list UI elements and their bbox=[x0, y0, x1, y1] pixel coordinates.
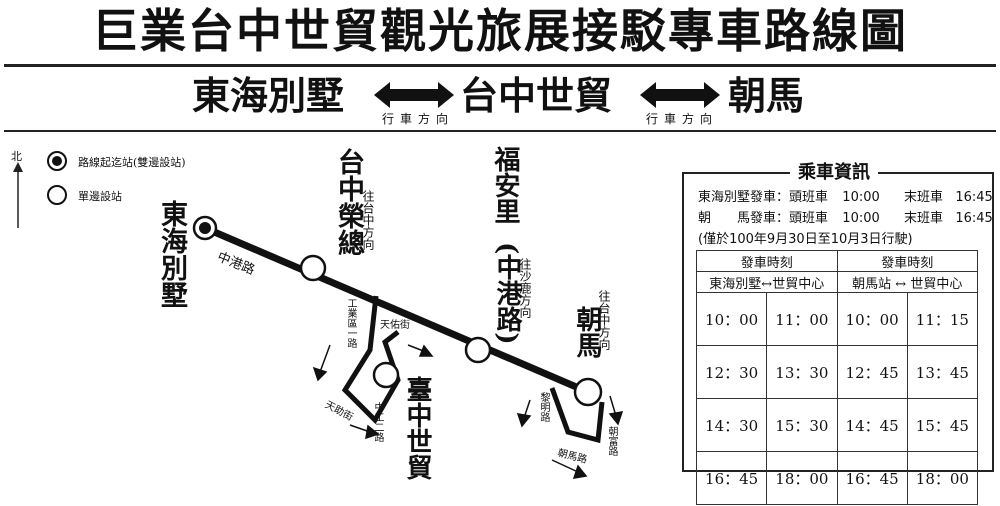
schedule-group-right: 發車時刻 bbox=[836, 250, 978, 272]
double-stop-icon bbox=[47, 151, 67, 171]
stop-expo-marker bbox=[372, 361, 400, 389]
stop-rongzong-direction: 往台中方向 bbox=[361, 190, 375, 250]
stop-rongzong-marker bbox=[299, 254, 327, 282]
line2-first-time: 10:00 bbox=[842, 211, 880, 226]
schedule-table: 發車時刻 發車時刻 東海別墅↔世貿中心 朝馬站 ↔ 世貿中心 10：00 11：… bbox=[695, 250, 979, 505]
schedule-cell: 12：30 bbox=[695, 345, 768, 399]
schedule-cell: 11：00 bbox=[766, 292, 838, 346]
chaoma-loop-line bbox=[549, 387, 605, 444]
schedule-cell: 14：45 bbox=[836, 398, 908, 452]
schedule-cell: 16：45 bbox=[836, 451, 908, 505]
schedule-cell: 10：00 bbox=[836, 292, 908, 346]
double-arrow-icon bbox=[640, 82, 720, 108]
schedule-cell: 18：00 bbox=[906, 451, 979, 505]
single-stop-icon bbox=[47, 185, 67, 205]
road-zhonggong2-label: 中工二路 bbox=[372, 402, 383, 442]
title-rule bbox=[4, 64, 996, 67]
schedule-sub-right: 朝馬站 ↔ 世貿中心 bbox=[836, 271, 978, 293]
info-heading-wrap: 乘車資訊 bbox=[790, 158, 878, 184]
road-liming-label: 黎明路 bbox=[538, 392, 549, 422]
route-map bbox=[192, 215, 624, 479]
table-row: 16：45 18：00 16：45 18：00 bbox=[695, 451, 979, 505]
line2-last-time: 16:45 bbox=[955, 211, 993, 226]
schedule-cell: 11：15 bbox=[906, 292, 979, 346]
schedule-cell: 13：30 bbox=[766, 345, 838, 399]
page-title: 巨業台中世貿觀光旅展接駁專車路線圖 bbox=[92, 4, 908, 58]
schedule-cell: 13：45 bbox=[906, 345, 979, 399]
expo-loop-line bbox=[341, 295, 401, 425]
route-stop-c: 朝馬 bbox=[728, 73, 805, 118]
north-arrow-icon bbox=[13, 162, 23, 228]
schedule-cell: 18：00 bbox=[766, 451, 838, 505]
schedule-cell: 10：00 bbox=[695, 292, 768, 346]
stop-donghai-label: 東海別墅 bbox=[156, 200, 187, 308]
table-row: 10：00 11：00 10：00 11：15 bbox=[695, 292, 979, 346]
stop-fuan-direction: 往沙鹿方向 bbox=[518, 258, 532, 318]
stop-chaoma-direction: 往台中方向 bbox=[597, 290, 611, 350]
line1-last-time: 16:45 bbox=[955, 190, 993, 205]
table-row: 14：30 15：30 14：45 15：45 bbox=[695, 398, 979, 452]
line1-station: 東海別墅發車：頭班車 bbox=[698, 190, 829, 205]
info-line-2: 朝 馬發車：頭班車 10:00 末班車 16:45 bbox=[698, 207, 993, 226]
stop-rongzong-label: 台中榮總 bbox=[333, 148, 364, 256]
schedule-sub-left: 東海別墅↔世貿中心 bbox=[696, 271, 838, 293]
legend-double-stop: 路線起迄站(雙邊設站) bbox=[78, 156, 186, 169]
road-tianyou-label: 天佑街 bbox=[380, 320, 410, 331]
direction-label-1: 行車方向 bbox=[382, 112, 455, 126]
table-row: 12：30 13：30 12：45 13：45 bbox=[695, 345, 979, 399]
stop-chaoma-marker bbox=[573, 377, 603, 407]
north-label: 北 bbox=[11, 150, 22, 163]
line2-last-label: 末班車 bbox=[904, 211, 944, 226]
schedule-cell: 16：45 bbox=[695, 451, 768, 505]
line1-last-label: 末班車 bbox=[904, 190, 944, 205]
line2-station: 朝 馬發車：頭班車 bbox=[698, 211, 829, 226]
schedule-cell: 15：45 bbox=[906, 398, 979, 452]
schedule-group-left: 發車時刻 bbox=[696, 250, 838, 272]
legend-single-stop: 單邊設站 bbox=[78, 190, 122, 203]
route-stop-b: 台中世貿 bbox=[460, 73, 613, 118]
info-line-1: 東海別墅發車：頭班車 10:00 末班車 16:45 bbox=[698, 186, 993, 205]
stop-chaoma-label: 朝馬 bbox=[572, 306, 602, 358]
road-gongye-label: 工業區一路 bbox=[345, 298, 356, 348]
schedule-cell: 14：30 bbox=[695, 398, 768, 452]
info-heading: 乘車資訊 bbox=[798, 162, 870, 183]
double-arrow-icon bbox=[374, 82, 454, 108]
stop-fuan-marker bbox=[464, 336, 492, 364]
stop-fuan-paren-label: (中港路) bbox=[492, 242, 522, 345]
direction-label-2: 行車方向 bbox=[646, 112, 719, 126]
schedule-cell: 15：30 bbox=[766, 398, 838, 452]
stop-expo-label: 臺中世貿 bbox=[402, 376, 432, 480]
schedule-cell: 12：45 bbox=[836, 345, 908, 399]
summary-rule bbox=[4, 130, 996, 132]
info-note: (僅於100年9月30日至10月3日行駛) bbox=[698, 232, 913, 247]
road-chaofu-label: 朝富路 bbox=[606, 426, 617, 456]
stop-fuan-label: 福安里 bbox=[490, 146, 520, 224]
main-route-line bbox=[203, 224, 590, 396]
line1-first-time: 10:00 bbox=[842, 190, 880, 205]
route-stop-a: 東海別墅 bbox=[192, 73, 345, 118]
